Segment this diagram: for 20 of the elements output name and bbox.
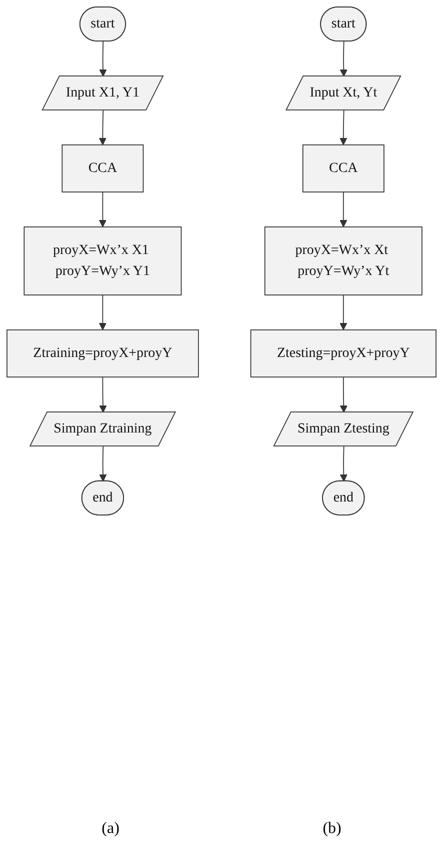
node-box: proyX=Wx’x Xt proyY=Wy’x Yt [264,226,422,296]
arrow [99,446,107,482]
arrow [99,41,107,77]
node-box: CCA [302,144,384,192]
subfigure-label: (b) [322,820,342,838]
arrow [340,41,348,77]
arrow [340,376,348,413]
node-box: proyX=Wx’x X1 proyY=Wy’x Y1 [24,226,182,296]
arrow [340,192,348,228]
node-box: CCA [62,144,144,192]
arrow [99,376,107,413]
arrow [340,446,348,482]
node-box: Ztraining=proyX+proyY [6,329,199,378]
arrow [340,294,348,330]
arrow [98,294,107,330]
arrow [340,110,348,146]
subfigure-label: (a) [102,820,120,838]
arrow [98,192,107,228]
arrow [98,110,107,146]
node-box: Ztesting=proyX+proyY [250,329,436,378]
